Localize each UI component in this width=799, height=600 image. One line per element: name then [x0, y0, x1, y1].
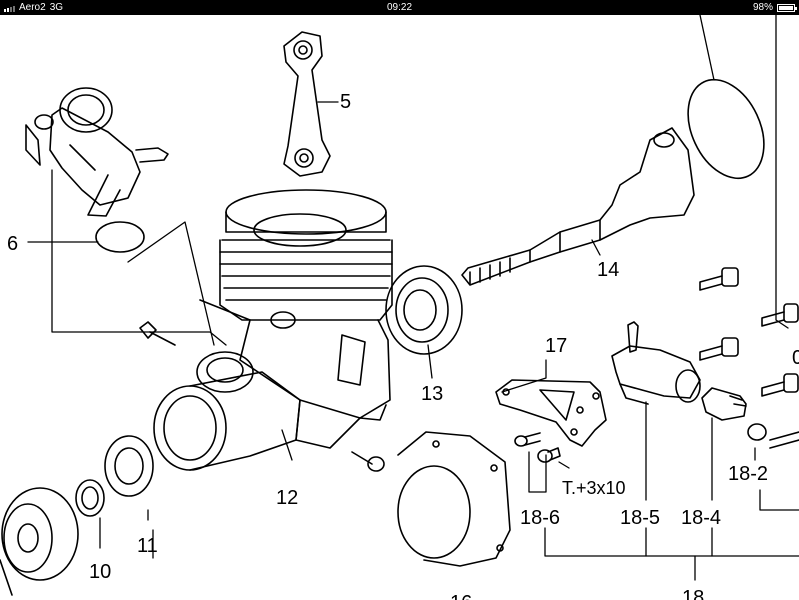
bearing-13[interactable]	[385, 265, 463, 355]
battery-icon	[777, 3, 797, 12]
sleeve-18-4[interactable]	[701, 387, 747, 421]
label-17: 17	[545, 335, 567, 357]
crankshaft[interactable]	[461, 127, 695, 286]
label-5: 5	[340, 91, 351, 113]
leader-lines	[27, 15, 799, 581]
screws-18-6[interactable]	[514, 432, 561, 463]
battery-percent: 98%	[752, 2, 773, 13]
carrier-name: Aero2	[19, 2, 46, 13]
screw-set[interactable]	[139, 267, 799, 472]
label-10: 10	[89, 561, 111, 583]
carburetor[interactable]	[25, 87, 169, 217]
signal-strength-icon	[4, 3, 15, 12]
label-18: 18	[682, 587, 704, 600]
o-ring-large[interactable]	[673, 68, 779, 191]
part-labels: 5 6 10 11 12 13 14 16 17 18 18-2 18-4 18…	[7, 91, 799, 600]
exploded-parts-diagram[interactable]: 5 6 10 11 12 13 14 16 17 18 18-2 18-4 18…	[0, 15, 799, 600]
o-ring-18-2[interactable]	[747, 423, 767, 441]
label-12: 12	[276, 487, 298, 509]
network-type: 3G	[49, 2, 64, 13]
label-18-5: 18-5	[620, 507, 660, 529]
status-right: 98%	[752, 0, 797, 15]
exhaust-manifold-18-5[interactable]	[611, 321, 701, 405]
label-18-2: 18-2	[728, 463, 768, 485]
mount-plate-17[interactable]	[495, 379, 607, 447]
intake-ring[interactable]	[196, 351, 254, 393]
battery-fill	[779, 5, 793, 10]
connecting-rod[interactable]	[283, 31, 331, 177]
label-18-4: 18-4	[681, 507, 721, 529]
label-14: 14	[597, 259, 619, 281]
front-housing[interactable]	[153, 371, 301, 471]
prop-hub[interactable]	[0, 487, 79, 596]
label-edge-right: 0	[792, 347, 799, 369]
label-11: 11	[137, 535, 158, 557]
bearing-11[interactable]	[104, 435, 154, 497]
label-18-6: 18-6	[520, 507, 560, 529]
label-13: 13	[421, 383, 443, 405]
label-screw-size: T.+3x10	[562, 478, 626, 498]
back-cover-16[interactable]	[397, 431, 511, 567]
status-bar: Aero2 3G 09:22 98%	[0, 0, 799, 15]
o-ring-6[interactable]	[95, 221, 145, 253]
washer-10[interactable]	[75, 479, 105, 517]
label-16: 16	[450, 592, 472, 600]
engine-crankcase[interactable]	[199, 189, 393, 449]
status-time: 09:22	[386, 2, 413, 13]
status-left: Aero2 3G	[4, 0, 63, 15]
label-6: 6	[7, 233, 18, 255]
